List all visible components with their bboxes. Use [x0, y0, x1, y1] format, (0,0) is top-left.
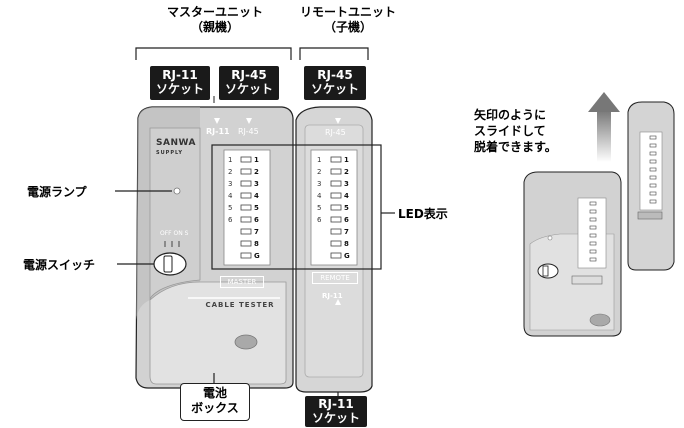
master-bracket [135, 47, 292, 60]
cable-tester-print: CABLE TESTER [205, 301, 275, 309]
remote-button: REMOTE [312, 272, 358, 284]
master-button: MASTER [220, 276, 264, 288]
power-switch-label: 電源スイッチ [23, 258, 96, 272]
port-rj11-print: RJ-11 [206, 127, 230, 136]
brand-logo: SANWA SUPPLY [156, 138, 196, 156]
switch-print: OFF ON S [160, 230, 189, 237]
remote-led-column [330, 156, 342, 259]
master-unit-label: マスターユニット （親機） [166, 5, 263, 34]
remote-led-numbers-left: 1 2 3 4 5 6 [317, 156, 322, 224]
port-rj45-print: RJ-45 [238, 127, 259, 136]
rj11-socket-master-label: RJ-11 ソケット [150, 66, 210, 100]
rj45-socket-remote-label: RJ-45 ソケット [304, 66, 366, 100]
power-lamp-label: 電源ランプ [27, 185, 87, 199]
mini-assembled-unit [523, 171, 622, 337]
detached-remote-unit [627, 101, 675, 271]
remote-port-rj45-print: RJ-45 [325, 128, 346, 137]
led-display-label: LED表示 [398, 207, 448, 221]
remote-unit-label: リモートユニット （子機） [299, 5, 396, 34]
master-led-column [240, 156, 252, 259]
slide-arrow [588, 92, 620, 162]
battery-box-label: 電池 ボックス [180, 383, 250, 421]
led-numbers-left: 1 2 3 4 5 6 [228, 156, 233, 224]
remote-unit-body [295, 106, 373, 393]
rj11-socket-remote-label: RJ-11 ソケット [305, 396, 367, 427]
led-display-frame [211, 144, 382, 270]
led-numbers-right: 1 2 3 4 5 6 7 8 G [254, 156, 260, 260]
remote-led-numbers-right: 1 2 3 4 5 6 7 8 G [344, 156, 350, 260]
remote-bracket [299, 47, 369, 60]
remote-rj11-print: RJ-11 [322, 292, 343, 300]
slide-note: 矢印のように スライドして 脱着できます。 [474, 108, 557, 154]
rj45-socket-master-label: RJ-45 ソケット [219, 66, 279, 100]
